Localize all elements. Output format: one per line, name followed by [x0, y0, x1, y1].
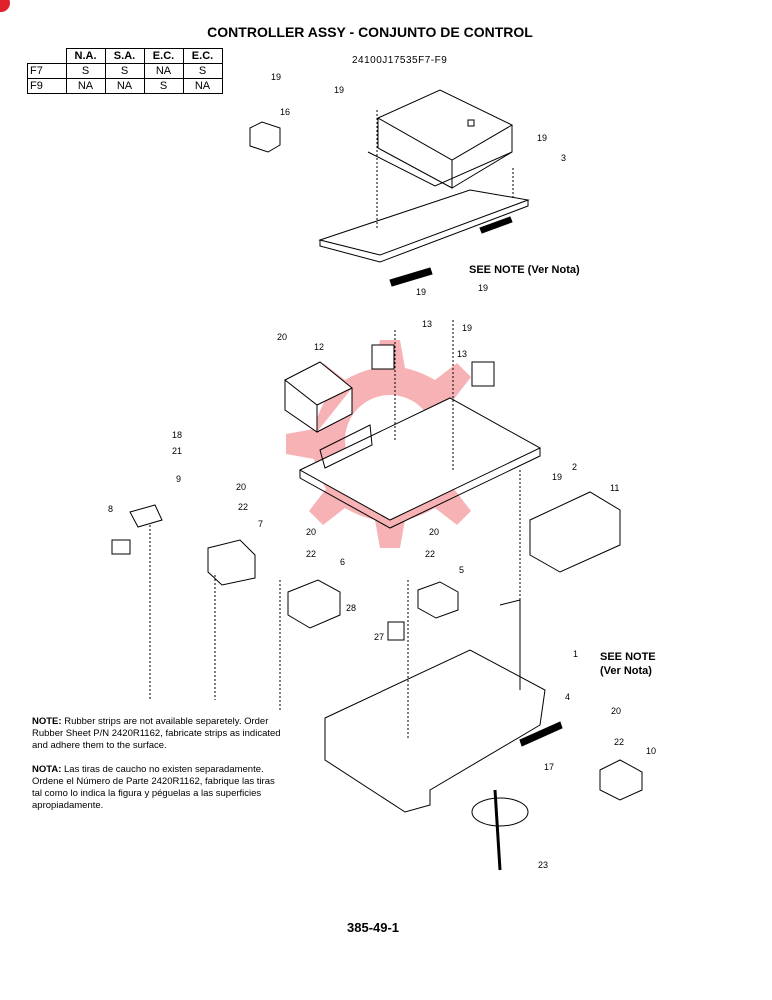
note-english: NOTE: Rubber strips are not available se… — [32, 716, 287, 752]
table-header: E.C. — [182, 48, 223, 64]
part-13-left — [371, 344, 395, 370]
callout-20a: 20 — [277, 332, 287, 342]
callout-28: 28 — [346, 603, 356, 613]
callout-27: 27 — [374, 632, 384, 642]
part-12 — [284, 361, 353, 433]
part-5 — [417, 581, 459, 619]
table-cell: NA — [182, 78, 223, 94]
see-note-lower-line1: SEE NOTE — [600, 651, 656, 663]
callout-18: 18 — [172, 430, 182, 440]
part-6 — [287, 579, 341, 629]
top-controller-box — [367, 89, 514, 189]
page-title: CONTROLLER ASSY - CONJUNTO DE CONTROL — [207, 24, 533, 40]
callout-20d: 20 — [429, 527, 439, 537]
mounting-plate-3 — [318, 189, 530, 287]
see-note-upper: SEE NOTE (Ver Nota) — [469, 264, 580, 276]
callout-19g: 19 — [552, 472, 562, 482]
callout-21: 21 — [172, 446, 182, 456]
callout-6: 6 — [340, 557, 345, 567]
callout-23: 23 — [538, 860, 548, 870]
part-10 — [599, 759, 643, 801]
callout-3: 3 — [561, 153, 566, 163]
note-spanish: NOTA: Las tiras de caucho no existen sep… — [32, 764, 287, 812]
callout-4: 4 — [565, 692, 570, 702]
callout-2: 2 — [572, 462, 577, 472]
callout-9: 9 — [176, 474, 181, 484]
table-header: S.A. — [104, 48, 145, 64]
table-cell: NA — [104, 78, 145, 94]
base-frame-1 — [324, 599, 563, 813]
table-cell: NA — [65, 78, 106, 94]
callout-20c: 20 — [306, 527, 316, 537]
callout-19e: 19 — [478, 283, 488, 293]
callout-11: 11 — [610, 483, 619, 493]
note-english-text: Rubber strips are not available separete… — [32, 716, 281, 751]
see-note-lower-line2: (Ver Nota) — [600, 665, 652, 677]
callout-labels: 1 2 3 4 5 6 7 8 9 10 11 12 13 13 16 17 1… — [108, 72, 656, 870]
part-9 — [129, 504, 163, 528]
callout-12: 12 — [314, 342, 324, 352]
alignment-lines — [149, 110, 521, 740]
callout-22a: 22 — [238, 502, 248, 512]
model-code: 24100J17535F7-F9 — [352, 55, 448, 66]
mounting-plate-2 — [298, 397, 542, 529]
part-16 — [249, 121, 281, 153]
callout-17: 17 — [544, 762, 554, 772]
part-11 — [529, 491, 621, 573]
part-8 — [111, 539, 131, 555]
callout-19a: 19 — [271, 72, 281, 82]
availability-table: N.A. S.A. E.C. E.C. F7 S S NA S F9 NA NA… — [27, 48, 223, 94]
callout-7: 7 — [258, 519, 263, 529]
callout-8: 8 — [108, 504, 113, 514]
callout-5: 5 — [459, 565, 464, 575]
callout-22d: 22 — [614, 737, 624, 747]
callout-19f: 19 — [462, 323, 472, 333]
cable-17 — [471, 789, 529, 871]
corner-mark — [0, 0, 10, 12]
callout-22b: 22 — [306, 549, 316, 559]
page-number: 385-49-1 — [347, 920, 400, 935]
note-spanish-label: NOTA: — [32, 764, 62, 775]
part-13-right — [471, 361, 495, 387]
callout-10: 10 — [646, 746, 656, 756]
callout-22c: 22 — [425, 549, 435, 559]
callout-19d: 19 — [416, 287, 426, 297]
callout-20e: 20 — [611, 706, 621, 716]
callout-20b: 20 — [236, 482, 246, 492]
part-7 — [207, 539, 256, 586]
callout-16: 16 — [280, 107, 290, 117]
callout-19b: 19 — [334, 85, 344, 95]
part-27 — [387, 621, 405, 641]
part-drawings — [111, 89, 643, 871]
callout-13b: 13 — [457, 349, 467, 359]
table-row: F9 NA NA S NA — [27, 78, 223, 94]
note-english-label: NOTE: — [32, 716, 62, 727]
callout-13a: 13 — [422, 319, 432, 329]
callout-19c: 19 — [537, 133, 547, 143]
note-spanish-text: Las tiras de caucho no existen separadam… — [32, 764, 275, 811]
callout-1: 1 — [573, 649, 578, 659]
